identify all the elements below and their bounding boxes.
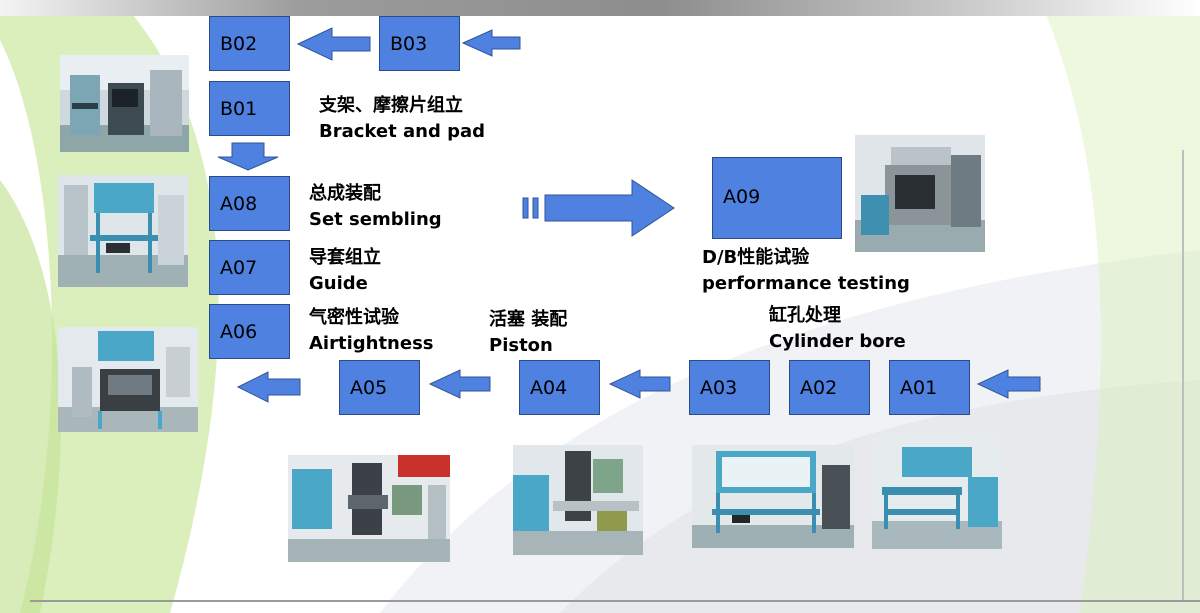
bottom-divider — [30, 600, 1200, 602]
station-a03: A03 — [689, 360, 770, 415]
label-performance-en: performance testing — [702, 273, 910, 294]
photo-a01 — [872, 437, 1002, 549]
label-assembly-en: Set sembling — [309, 209, 442, 230]
label-piston: 活塞 装配 Piston — [489, 307, 567, 359]
station-a08-label: A08 — [220, 192, 258, 215]
label-bracket-cn: 支架、摩擦片组立 — [319, 95, 463, 116]
label-cylinder-en: Cylinder bore — [769, 331, 906, 352]
photo-a05 — [288, 455, 450, 562]
station-a05-label: A05 — [350, 376, 388, 399]
label-performance-testing: D/B性能试验 performance testing — [702, 245, 910, 297]
station-a09: A09 — [712, 157, 842, 239]
photo-a04 — [513, 445, 643, 555]
right-divider — [1182, 150, 1184, 602]
station-a06-label: A06 — [220, 320, 258, 343]
station-a08: A08 — [209, 176, 290, 231]
label-bracket-en: Bracket and pad — [319, 121, 486, 142]
station-b02-label: B02 — [220, 32, 258, 55]
station-a04: A04 — [519, 360, 600, 415]
station-a02: A02 — [789, 360, 870, 415]
label-guide: 导套组立 Guide — [309, 245, 381, 297]
photo-b01 — [60, 55, 189, 152]
label-guide-cn: 导套组立 — [309, 247, 381, 268]
station-a07: A07 — [209, 240, 290, 295]
photo-a09 — [855, 135, 985, 252]
photo-a06 — [58, 327, 198, 432]
station-a04-label: A04 — [530, 376, 568, 399]
label-bracket-and-pad: 支架、摩擦片组立 Bracket and pad — [319, 93, 485, 145]
photo-a08 — [58, 175, 188, 287]
label-piston-en: Piston — [489, 335, 553, 356]
label-guide-en: Guide — [309, 273, 368, 294]
station-a09-label: A09 — [723, 186, 761, 208]
station-a07-label: A07 — [220, 256, 258, 279]
label-performance-cn: D/B性能试验 — [702, 247, 810, 268]
label-assembly-cn: 总成装配 — [309, 183, 381, 204]
station-a01: A01 — [889, 360, 970, 415]
label-airtightness: 气密性试验 Airtightness — [309, 305, 434, 357]
top-banner-bar — [0, 0, 1200, 16]
label-airtight-en: Airtightness — [309, 333, 434, 354]
station-b03: B03 — [379, 16, 460, 71]
label-piston-cn: 活塞 装配 — [489, 309, 568, 330]
label-airtight-cn: 气密性试验 — [309, 307, 399, 328]
label-cylinder-bore: 缸孔处理 Cylinder bore — [769, 303, 906, 355]
label-cylinder-cn: 缸孔处理 — [769, 305, 841, 326]
station-b03-label: B03 — [390, 32, 428, 55]
station-a02-label: A02 — [800, 376, 838, 399]
station-b01: B01 — [209, 81, 290, 136]
station-a03-label: A03 — [700, 376, 738, 399]
label-set-sembling: 总成装配 Set sembling — [309, 181, 442, 233]
station-a06: A06 — [209, 304, 290, 359]
station-b01-label: B01 — [220, 97, 258, 120]
station-b02: B02 — [209, 16, 290, 71]
station-a01-label: A01 — [900, 376, 938, 399]
station-a05: A05 — [339, 360, 420, 415]
photo-a03 — [692, 445, 854, 548]
